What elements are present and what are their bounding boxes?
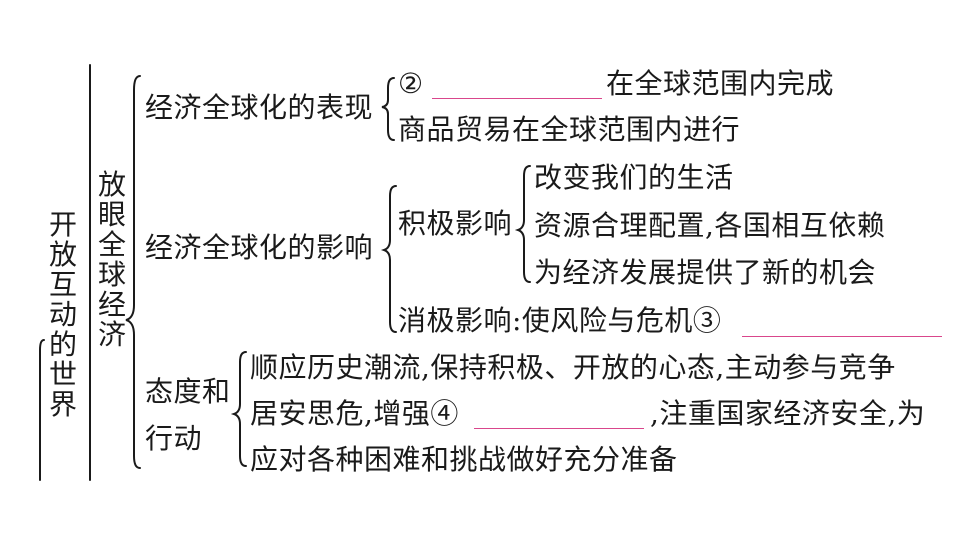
attitude-label-line2: 行动: [145, 422, 203, 455]
positive-item: 为经济发展提供了新的机会: [534, 256, 877, 289]
attitude-bracket: [230, 351, 247, 467]
blank-3-line: [742, 336, 942, 337]
positive-item: 资源合理配置,各国相互依赖: [534, 209, 886, 242]
attitude-label-line1: 态度和: [145, 375, 231, 408]
attitude-line1: 顺应历史潮流,保持积极、开放的心态,主动参与竞争: [250, 351, 896, 384]
branch-title: 放眼全球经济: [97, 168, 126, 351]
root-bracket: [39, 339, 45, 481]
attitude-line2-before: 居安思危,增强④: [250, 397, 459, 430]
branch-bracket: [125, 75, 141, 469]
manifestation-item1-text: 在全球范围内完成: [606, 67, 835, 100]
blank-4-line: [474, 428, 644, 429]
blank-2-line: [432, 98, 602, 99]
attitude-line3: 应对各种困难和挑战做好充分准备: [250, 443, 678, 476]
manifestation-item1-num: ②: [398, 67, 424, 100]
manifestation-label: 经济全球化的表现: [145, 91, 374, 124]
root-title: 开放互动的世界: [48, 208, 77, 421]
manifestation-bracket: [381, 77, 395, 141]
manifestation-item2-text: 商品贸易在全球范围内进行: [398, 113, 741, 146]
influence-label: 经济全球化的影响: [145, 231, 374, 264]
attitude-line2-after: ,注重国家经济安全,为: [650, 397, 926, 430]
positive-bracket: [514, 165, 531, 283]
positive-label: 积极影响: [398, 207, 513, 240]
influence-bracket: [380, 185, 397, 333]
positive-item: 改变我们的生活: [534, 161, 734, 194]
negative-text: 消极影响:使风险与危机③: [398, 304, 722, 337]
